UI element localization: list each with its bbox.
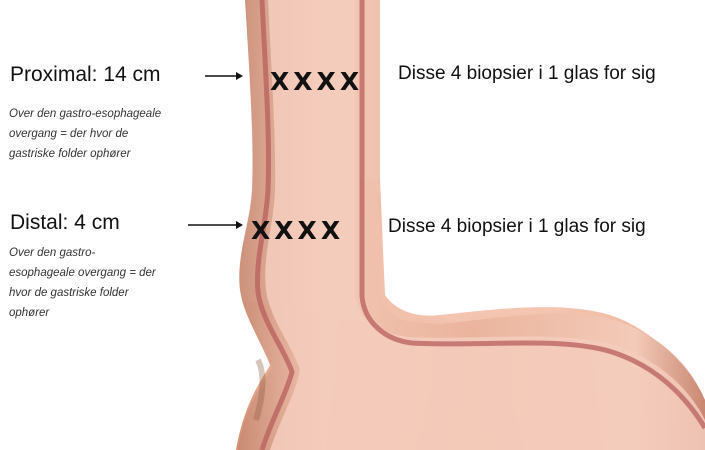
proximal-note-line: overgang = der hvor de — [9, 124, 161, 144]
proximal-note-line: Over den gastro-esophageale — [9, 104, 161, 124]
distal-label: Distal: 4 cm — [10, 211, 120, 235]
proximal-note: Over den gastro-esophageale overgang = d… — [9, 104, 161, 164]
proximal-arrow — [205, 72, 243, 80]
distal-arrow — [188, 221, 243, 229]
distal-note: Over den gastro- esophageale overgang = … — [9, 243, 156, 323]
distal-note-line: hvor de gastriske folder — [9, 283, 156, 303]
distal-note-line: Over den gastro- — [9, 243, 156, 263]
proximal-biopsy-marks: XXXX — [270, 67, 363, 96]
distal-instruction: Disse 4 biopsier i 1 glas for sig — [388, 216, 646, 238]
proximal-note-line: gastriske folder ophører — [9, 144, 161, 164]
distal-biopsy-marks: XXXX — [251, 216, 344, 245]
distal-note-line: esophageale overgang = der — [9, 263, 156, 283]
proximal-instruction: Disse 4 biopsier i 1 glas for sig — [398, 63, 656, 85]
proximal-label: Proximal: 14 cm — [10, 63, 161, 87]
distal-note-line: ophører — [9, 303, 156, 323]
